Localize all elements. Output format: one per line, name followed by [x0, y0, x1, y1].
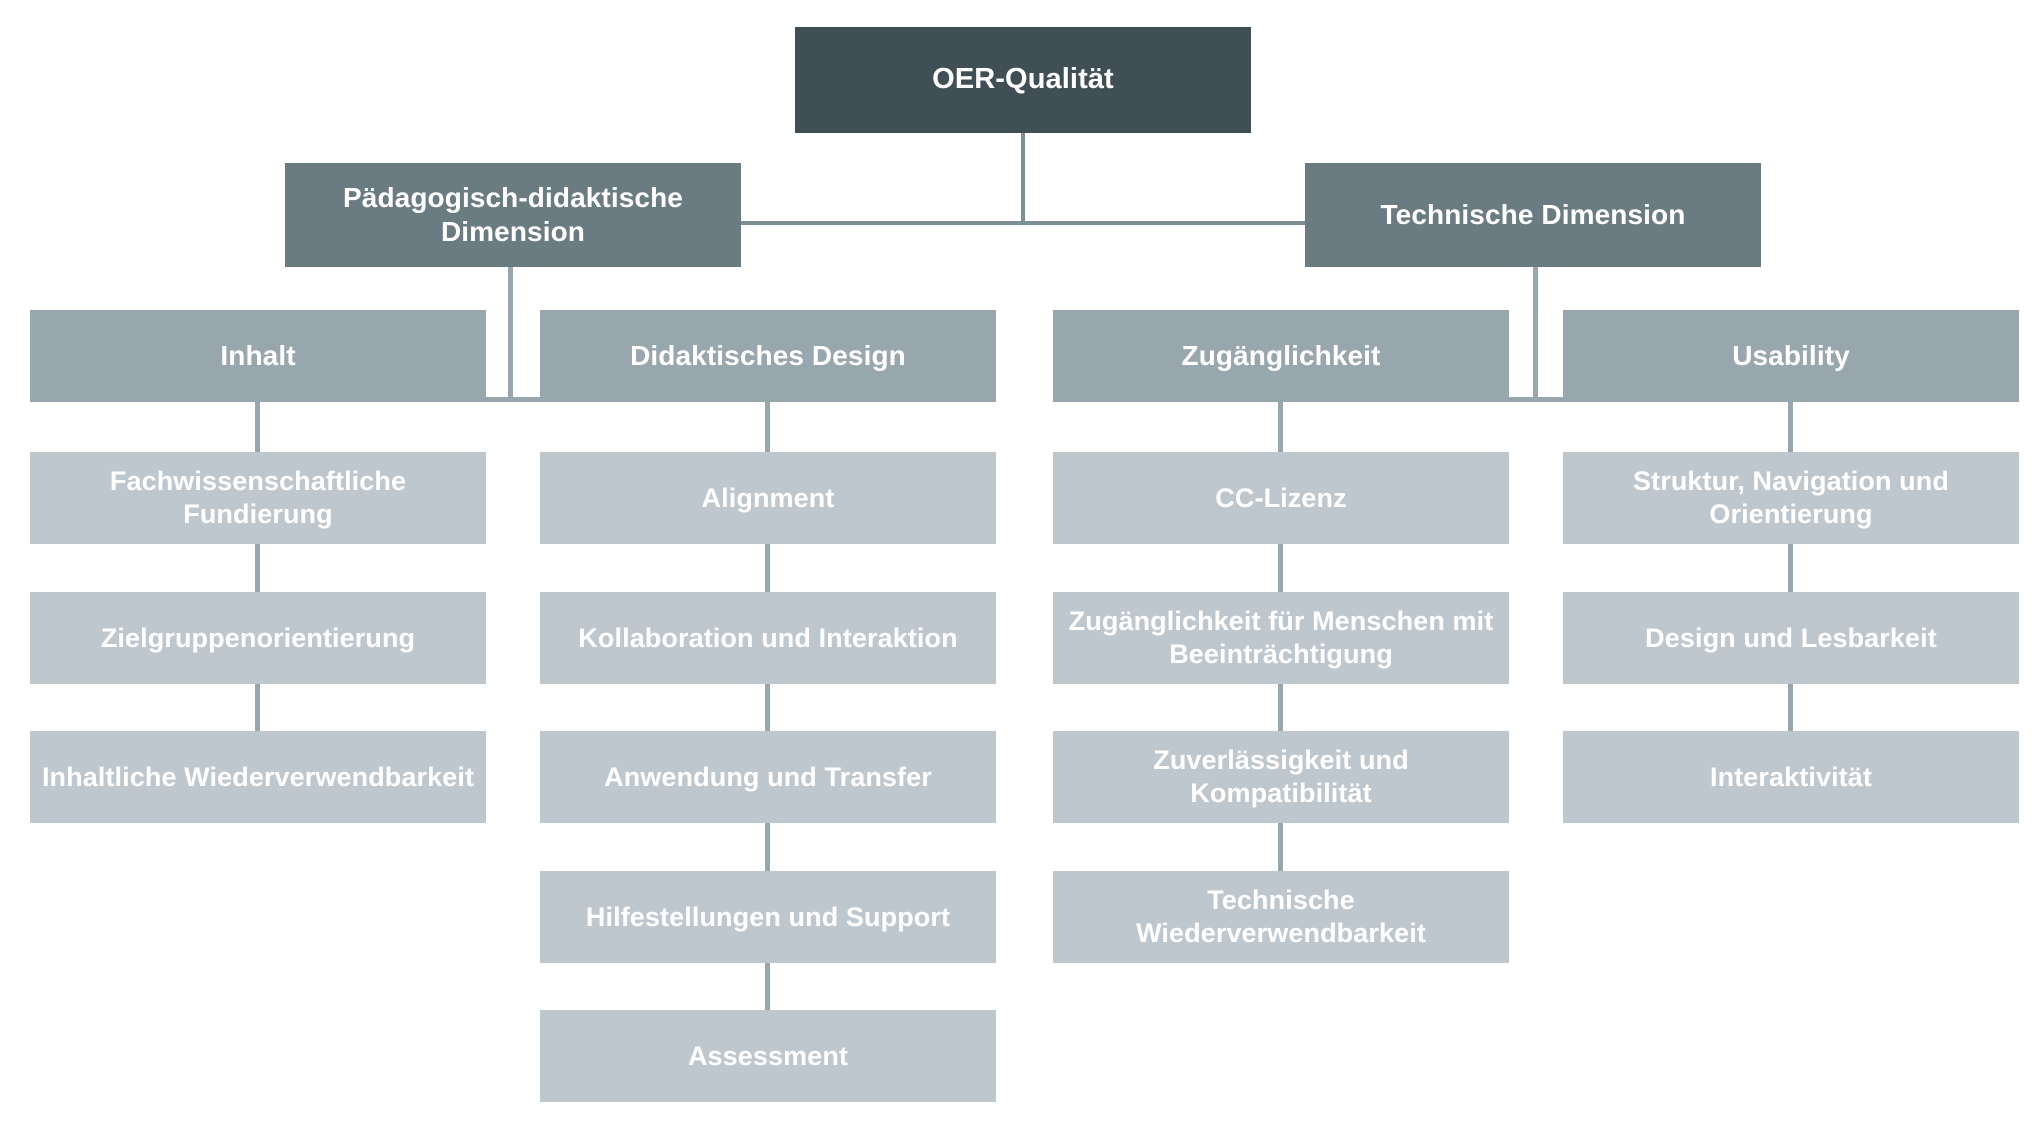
node-didaktisches-design[interactable]: Didaktisches Design: [540, 310, 996, 402]
node-inhaltliche-wiederverwendbarkeit[interactable]: Inhaltliche Wiederverwendbarkeit: [30, 731, 486, 823]
node-technische-wiederverwendbarkeit[interactable]: Technische Wiederverwendbarkeit: [1053, 871, 1509, 963]
connector-column-usability: [1788, 402, 1793, 731]
node-fachwissenschaftliche-fundierung[interactable]: Fachwissenschaftliche Fundierung: [30, 452, 486, 544]
node-inhalt[interactable]: Inhalt: [30, 310, 486, 402]
node-kollaboration-und-interaktion[interactable]: Kollaboration und Interaktion: [540, 592, 996, 684]
node-alignment[interactable]: Alignment: [540, 452, 996, 544]
connector-dimension-bus: [735, 221, 1310, 225]
node-usability[interactable]: Usability: [1563, 310, 2019, 402]
connector-pedagogy-stem: [508, 267, 513, 401]
connector-column-didaktisches-design: [765, 402, 770, 1010]
connector-technical-stem: [1533, 267, 1538, 401]
node-zielgruppenorientierung[interactable]: Zielgruppenorientierung: [30, 592, 486, 684]
connector-root-stem: [1021, 133, 1025, 223]
node-hilfestellungen-und-support[interactable]: Hilfestellungen und Support: [540, 871, 996, 963]
node-anwendung-und-transfer[interactable]: Anwendung und Transfer: [540, 731, 996, 823]
node-zuverlaessigkeit-und-kompatibilitaet[interactable]: Zuverlässigkeit und Kompatibilität: [1053, 731, 1509, 823]
connector-pedagogy-bus: [255, 397, 765, 402]
node-cc-lizenz[interactable]: CC-Lizenz: [1053, 452, 1509, 544]
node-technische-dimension[interactable]: Technische Dimension: [1305, 163, 1761, 267]
node-struktur-navigation-und-orientierung[interactable]: Struktur, Navigation und Orientierung: [1563, 452, 2019, 544]
node-design-und-lesbarkeit[interactable]: Design und Lesbarkeit: [1563, 592, 2019, 684]
node-zugaenglichkeit-fuer-menschen-mit-beeintraechtigung[interactable]: Zugänglichkeit für Menschen mit Beeinträ…: [1053, 592, 1509, 684]
connector-column-inhalt: [255, 402, 260, 731]
node-zugaenglichkeit[interactable]: Zugänglichkeit: [1053, 310, 1509, 402]
node-assessment[interactable]: Assessment: [540, 1010, 996, 1102]
node-paedagogisch-didaktische-dimension[interactable]: Pädagogisch-didaktische Dimension: [285, 163, 741, 267]
node-interaktivitaet[interactable]: Interaktivität: [1563, 731, 2019, 823]
connector-technical-bus: [1278, 397, 1788, 402]
node-oer-qualitaet[interactable]: OER-Qualität: [795, 27, 1251, 133]
